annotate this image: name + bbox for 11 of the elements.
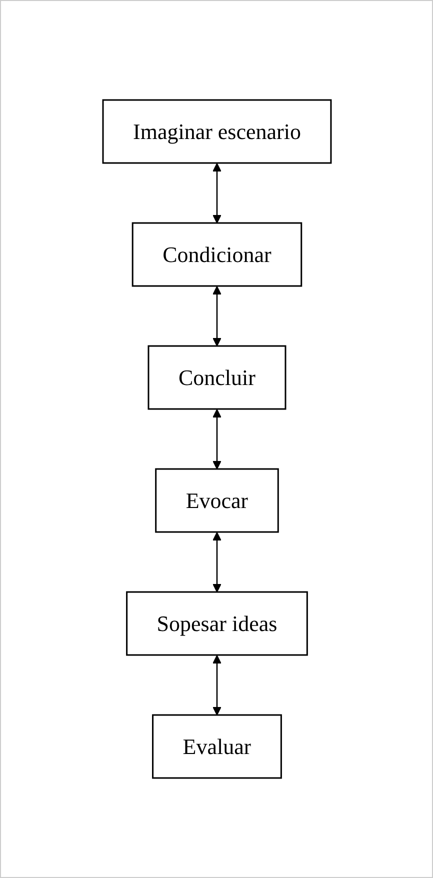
- node-box: Imaginar escenario: [102, 99, 332, 164]
- arrow: [212, 286, 221, 346]
- node-box: Sopesar ideas: [126, 591, 308, 656]
- arrow: [212, 532, 221, 592]
- arrow: [212, 409, 221, 470]
- node-box: Evaluar: [152, 714, 282, 779]
- node-box: Concluir: [147, 345, 286, 410]
- node-box: Evocar: [154, 468, 278, 533]
- node-box: Condicionar: [131, 222, 302, 287]
- arrow: [212, 655, 221, 716]
- arrow: [212, 163, 221, 224]
